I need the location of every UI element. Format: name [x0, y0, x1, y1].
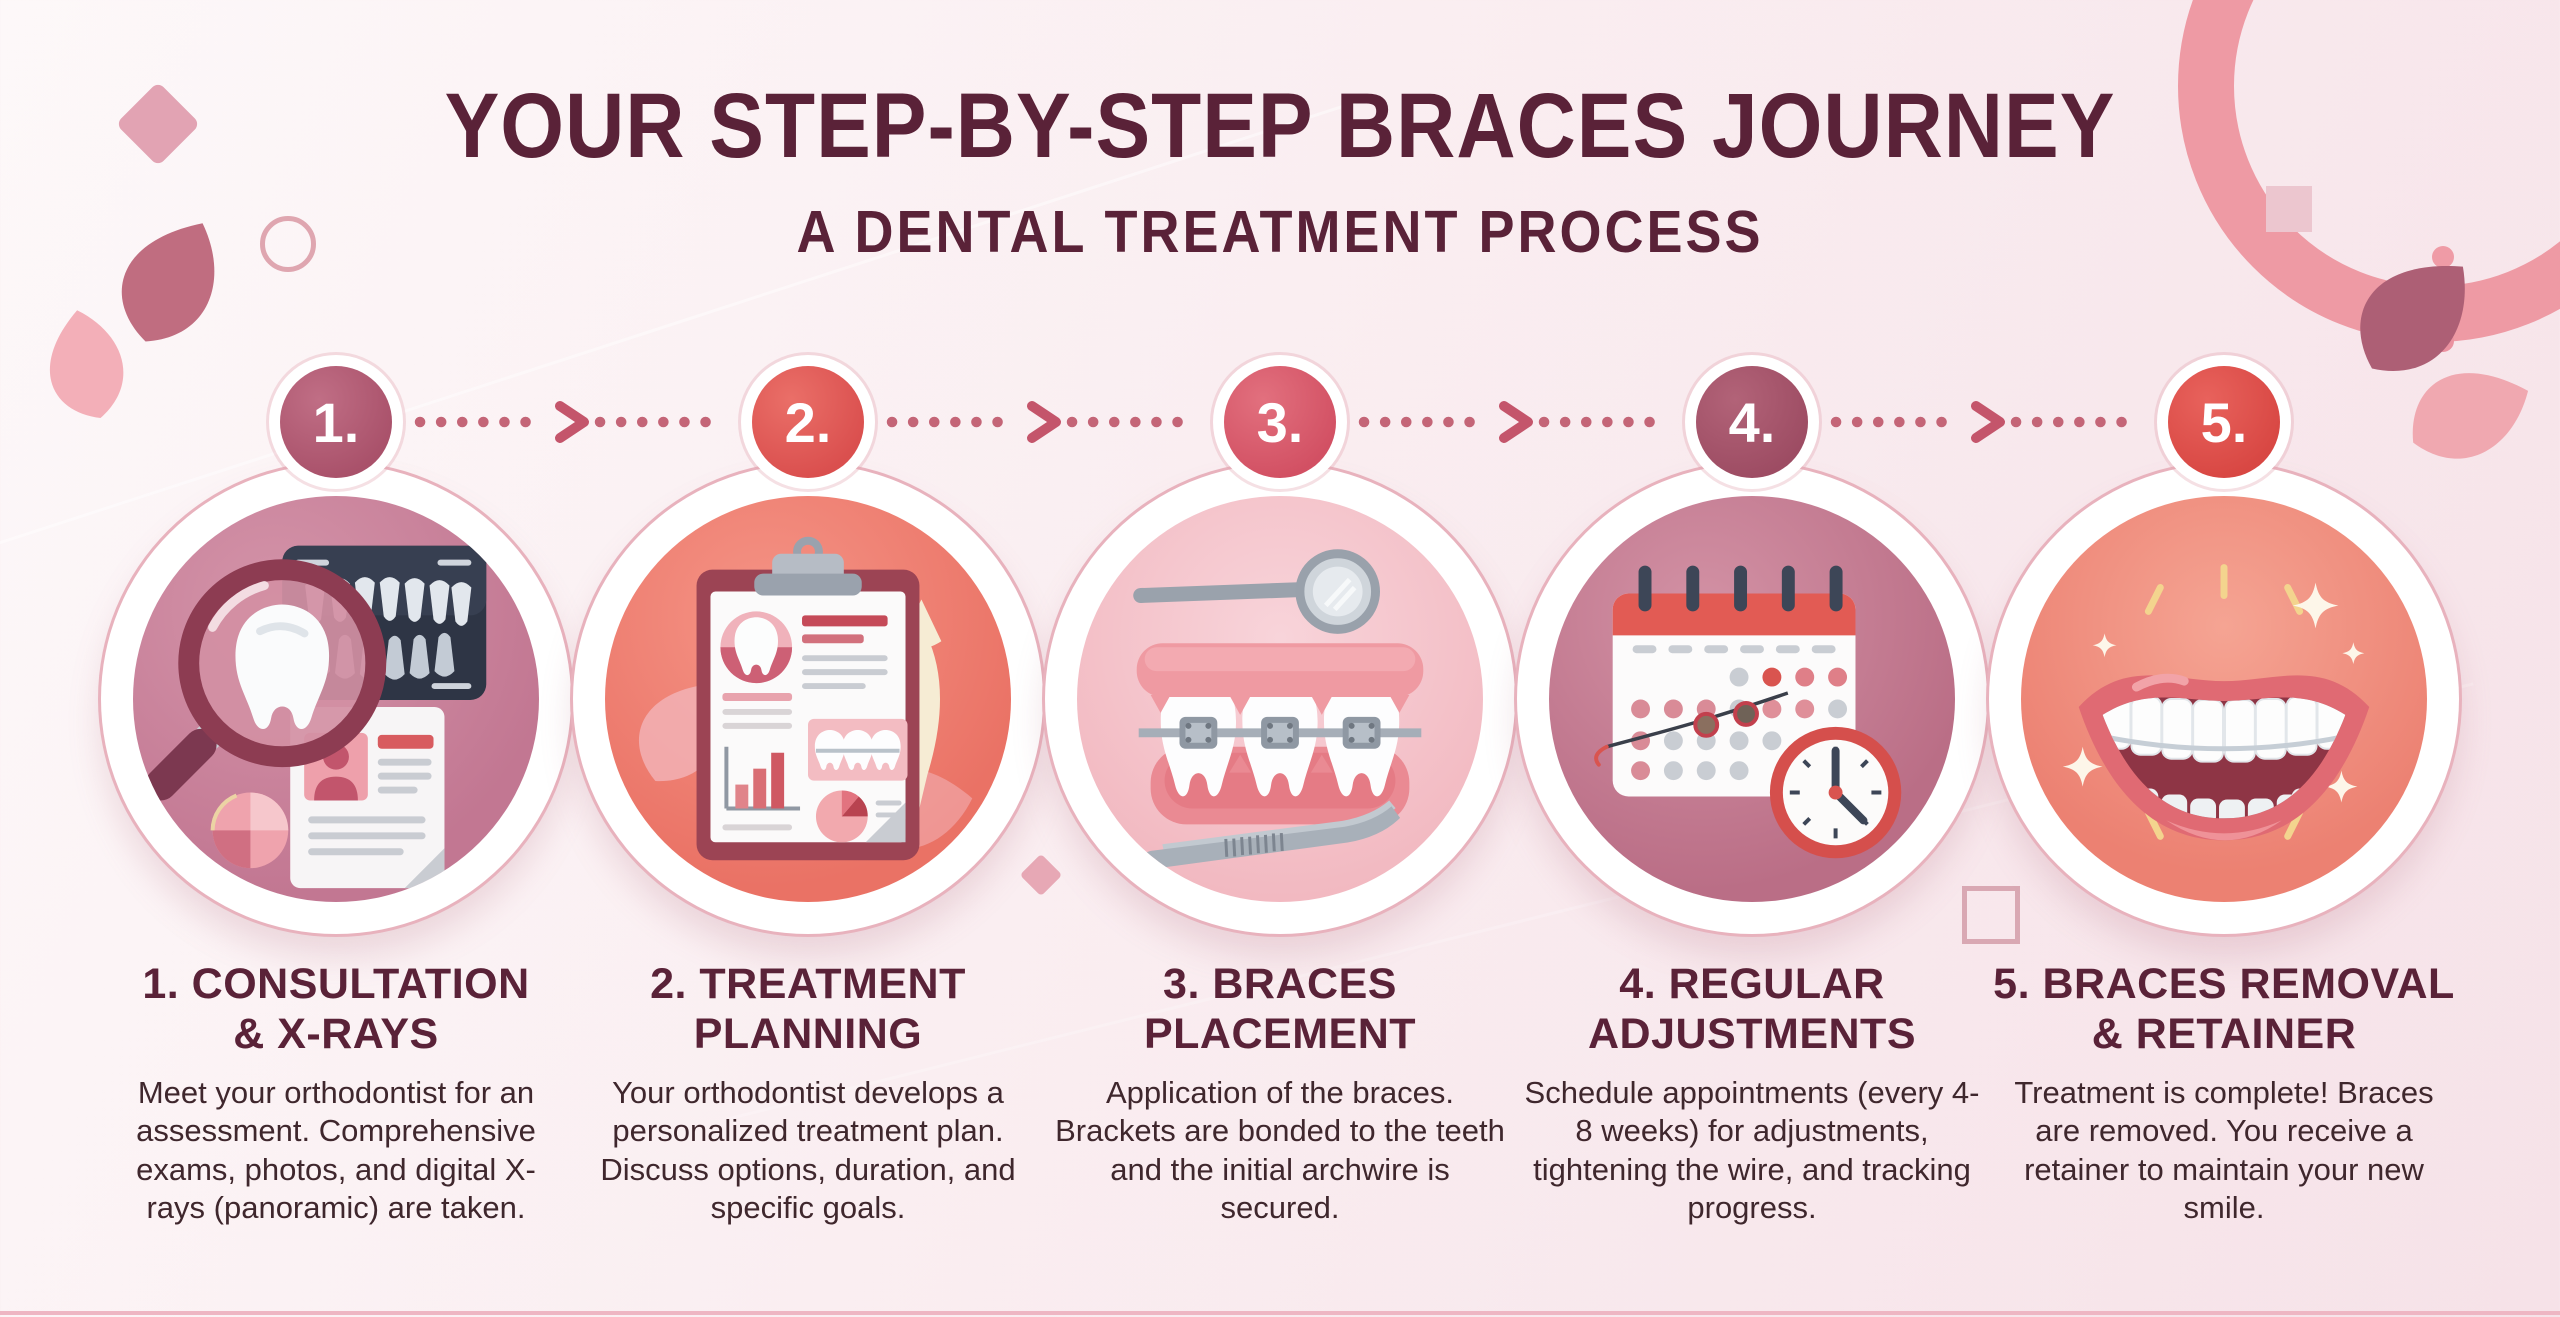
retainer-wire — [2104, 734, 2344, 752]
page-title: YOUR STEP-BY-STEP BRACES JOURNEY — [444, 75, 2116, 178]
teeth-panel-icon — [808, 718, 908, 781]
step-heading: 3. BRACES PLACEMENT — [1143, 960, 1417, 1058]
step-description: Your orthodontist develops a personalize… — [600, 1074, 1016, 1226]
dotted-connector — [1830, 401, 2146, 443]
tooth-magnifier-xray-icon — [144, 545, 487, 889]
magnifier-icon — [144, 559, 387, 801]
step-heading: 5. BRACES REMOVAL & RETAINER — [1993, 960, 2455, 1058]
clock-icon — [1769, 726, 1902, 859]
step-consultation: 1. — [100, 366, 572, 1228]
chevron-right-icon — [1971, 401, 2005, 443]
pie-chart-icon — [210, 792, 289, 869]
step-treatment-planning: 2. — [572, 366, 1044, 1228]
pie-chart-icon — [815, 790, 868, 843]
calendar-clock-icon — [1594, 565, 1902, 859]
step-regular-adjustments: 4. — [1516, 366, 1988, 1228]
step-description: Application of the braces. Brackets are … — [1055, 1074, 1505, 1226]
step-circle — [1517, 464, 1987, 934]
step-number-badge: 4. — [1696, 366, 1808, 478]
page-subtitle: A DENTAL TREATMENT PROCESS — [796, 199, 1764, 266]
step-description: Treatment is complete! Braces are remove… — [2014, 1074, 2434, 1226]
step-number-badge: 5. — [2168, 366, 2280, 478]
chevron-right-icon — [1027, 401, 1061, 443]
bottom-border — [0, 1311, 2560, 1315]
chevron-right-icon — [1499, 401, 1533, 443]
step-circle — [101, 464, 571, 934]
smile-retainer-icon — [2062, 564, 2370, 841]
tweezers-icon — [1142, 800, 1401, 869]
teeth-braces-tools-icon — [1133, 549, 1424, 869]
step-heading: 4. REGULAR ADJUSTMENTS — [1587, 960, 1917, 1058]
dotted-connector — [886, 401, 1202, 443]
step-braces-removal: 5. — [1988, 366, 2460, 1228]
tooth-badge-icon — [720, 611, 793, 684]
step-braces-placement: 3. — [1044, 366, 1516, 1228]
decor-circle-outline-icon — [260, 216, 316, 272]
treatment-plan-clipboard-icon — [629, 536, 982, 871]
chevron-right-icon — [555, 401, 589, 443]
decor-square-outline-icon — [1962, 886, 2020, 944]
braces-teeth-icon — [1136, 643, 1424, 825]
step-description: Meet your orthodontist for an assessment… — [136, 1074, 536, 1226]
tooth-icon — [235, 604, 330, 730]
step-number-badge: 1. — [280, 366, 392, 478]
step-circle — [1989, 464, 2459, 934]
decor-dot-icon — [2432, 246, 2454, 268]
step-heading: 2. TREATMENT PLANNING — [650, 960, 966, 1058]
step-circle — [573, 464, 1043, 934]
step-description: Schedule appointments (every 4-8 weeks) … — [1524, 1074, 1980, 1226]
smile-mouth-icon — [2078, 673, 2370, 841]
step-number-badge: 3. — [1224, 366, 1336, 478]
step-number-badge: 2. — [752, 366, 864, 478]
step-circle — [1045, 464, 1515, 934]
dotted-connector — [414, 401, 730, 443]
decor-square-icon — [2266, 186, 2312, 232]
bar-chart-icon — [724, 746, 801, 811]
step-heading: 1. CONSULTATION & X-RAYS — [142, 960, 530, 1058]
clipboard-icon — [696, 536, 920, 861]
dental-mirror-icon — [1133, 549, 1381, 634]
steps-row: 1. — [100, 366, 2460, 1228]
lower-lip-highlight — [2166, 820, 2282, 841]
dotted-connector — [1358, 401, 1674, 443]
wire-annotation-icon — [1594, 691, 1789, 767]
bracket-icon — [1179, 716, 1381, 749]
